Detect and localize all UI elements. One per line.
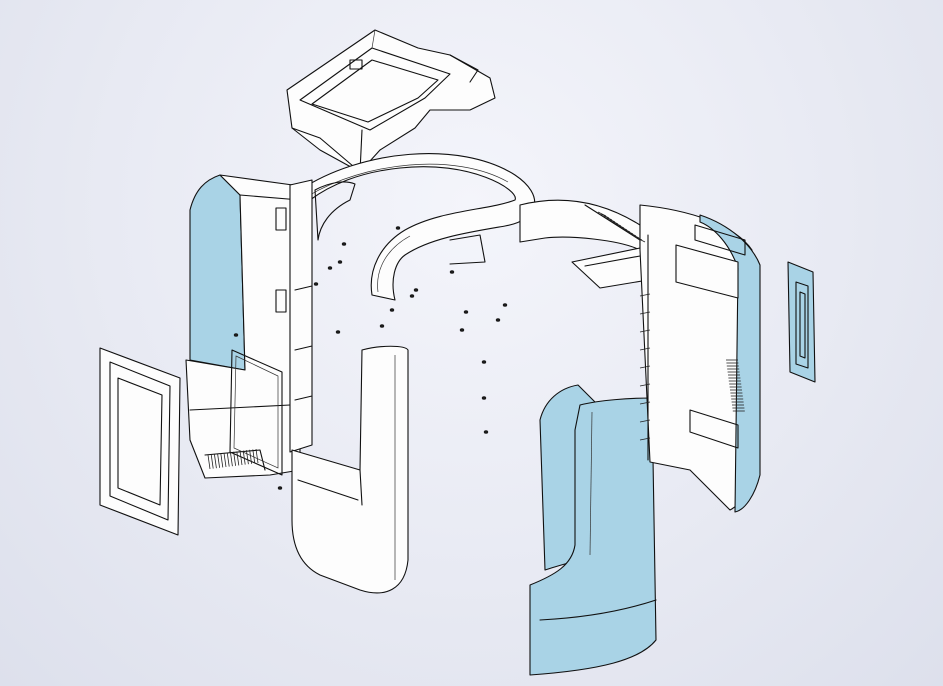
vent-slot xyxy=(255,448,259,464)
vent-slot xyxy=(252,449,256,464)
screw xyxy=(495,318,501,322)
front-lower-housing xyxy=(291,345,409,594)
screw xyxy=(379,324,385,328)
rib-line xyxy=(639,383,651,387)
arch-band-part xyxy=(297,153,536,301)
screw xyxy=(413,288,419,292)
screw-fasteners xyxy=(233,226,508,490)
screw xyxy=(449,270,455,274)
button-plate-part xyxy=(787,261,816,383)
rib-line xyxy=(639,365,651,369)
vent-slot xyxy=(249,449,252,464)
right-front-blue-panel xyxy=(529,384,657,676)
vent-slot xyxy=(636,237,646,243)
vent-slot xyxy=(214,454,217,469)
screw xyxy=(337,260,343,264)
vent-slot xyxy=(612,221,622,227)
rib-line xyxy=(639,293,651,297)
rib-line xyxy=(639,437,651,441)
rib-line xyxy=(639,419,651,423)
vent-slot xyxy=(630,233,640,239)
screw xyxy=(483,430,489,434)
screw xyxy=(463,310,469,314)
screw xyxy=(395,226,401,230)
screw xyxy=(313,282,319,286)
vent-slot xyxy=(609,219,619,225)
vent-slot xyxy=(246,450,249,465)
vent-grilles xyxy=(207,211,745,470)
screw xyxy=(335,330,341,334)
glass-window-pane xyxy=(229,349,283,476)
vent-slot xyxy=(597,211,607,217)
vent-slot xyxy=(226,452,230,467)
inner-rail-part xyxy=(289,179,356,453)
vent-slot xyxy=(618,225,628,231)
screw xyxy=(502,303,508,307)
screw xyxy=(277,486,283,490)
screw xyxy=(481,396,487,400)
vent-slot xyxy=(600,213,610,219)
vent-slot xyxy=(230,452,233,467)
screw xyxy=(233,333,239,337)
vent-slot xyxy=(627,231,637,237)
left-window-bezel xyxy=(99,347,181,536)
top-cap-part xyxy=(286,29,496,173)
vent-slot xyxy=(624,229,634,235)
vent-slot xyxy=(236,451,240,466)
screw xyxy=(409,294,415,298)
screw xyxy=(341,242,347,246)
vent-slot xyxy=(606,217,616,223)
left-side-panel xyxy=(185,174,301,479)
vent-slot xyxy=(210,454,214,469)
screw xyxy=(459,328,465,332)
vent-slot xyxy=(615,223,625,229)
screw xyxy=(389,308,395,312)
vent-slot xyxy=(220,453,224,468)
vent-slot xyxy=(233,451,236,466)
right-back-housing xyxy=(639,204,761,513)
vent-slot xyxy=(603,215,613,221)
vent-slot xyxy=(207,454,211,470)
screw xyxy=(327,266,333,270)
vent-slot xyxy=(633,235,643,241)
rib-line xyxy=(639,347,651,351)
vent-slot xyxy=(239,450,243,466)
vent-slot xyxy=(242,450,246,465)
rib-line xyxy=(639,401,651,405)
rib-line xyxy=(639,329,651,333)
vent-slot xyxy=(223,452,227,468)
screw xyxy=(481,360,487,364)
rib-line xyxy=(639,311,651,315)
vent-slot xyxy=(217,453,220,468)
vent-slot xyxy=(621,227,631,233)
